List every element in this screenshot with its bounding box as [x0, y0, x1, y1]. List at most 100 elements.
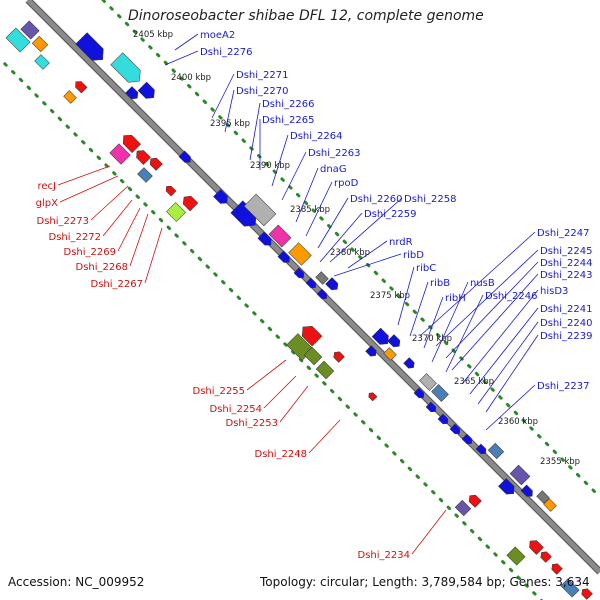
reverse-label-leader — [144, 227, 163, 284]
forward-label-leader — [461, 289, 539, 385]
forward-gene-label: Dshi_2243 — [540, 270, 592, 281]
forward-gene-label: Dshi_2247 — [537, 228, 589, 239]
reverse-gene-feature — [506, 546, 526, 566]
forward-gene-label: ribC — [416, 263, 436, 274]
reverse-gene-label: Dshi_2234 — [358, 550, 410, 561]
reverse-gene-label: Dshi_2248 — [255, 449, 307, 460]
reverse-gene-feature — [75, 81, 88, 94]
tick-label: 2395 kbp — [210, 119, 250, 129]
tick-guide-line — [101, 0, 600, 499]
reverse-gene-feature — [315, 360, 335, 380]
reverse-label-leader — [279, 385, 309, 423]
forward-gene-feature — [293, 267, 305, 279]
forward-gene-feature — [125, 86, 139, 100]
reverse-gene-feature — [149, 157, 163, 171]
forward-label-leader — [435, 249, 539, 347]
forward-gene-feature — [520, 484, 533, 497]
forward-gene-label: Dshi_2260 — [350, 194, 402, 205]
reverse-gene-feature — [454, 499, 472, 517]
reverse-gene-feature — [5, 27, 31, 53]
forward-gene-label: ribB — [430, 278, 450, 289]
reverse-label-leader — [129, 213, 149, 267]
forward-label-leader — [271, 134, 289, 187]
forward-gene-feature — [431, 384, 449, 402]
reverse-gene-feature — [333, 351, 345, 363]
forward-gene-feature — [110, 52, 141, 83]
reverse-gene-label: Dshi_2255 — [193, 386, 245, 397]
forward-gene-label: hisD3 — [540, 286, 568, 297]
forward-gene-label: Dshi_2246 — [485, 291, 537, 302]
forward-gene-feature — [543, 498, 557, 512]
forward-gene-feature — [178, 150, 191, 163]
forward-gene-feature — [31, 35, 49, 53]
tick-label: 2390 kbp — [250, 161, 290, 171]
forward-label-leader — [347, 240, 388, 269]
forward-label-leader — [224, 89, 235, 133]
forward-gene-label: Dshi_2266 — [262, 99, 314, 110]
forward-gene-label: ribH — [445, 293, 466, 304]
forward-gene-label: Dshi_2264 — [290, 131, 342, 142]
reverse-gene-feature — [560, 578, 580, 598]
tick-label: 2385 kbp — [290, 205, 330, 215]
map-title: Dinoroseobacter shibae DFL 12, complete … — [128, 8, 484, 24]
forward-gene-label: nusB — [470, 278, 495, 289]
forward-gene-feature — [243, 193, 277, 227]
forward-gene-label: Dshi_2263 — [308, 148, 360, 159]
forward-gene-feature — [387, 334, 401, 348]
forward-gene-feature — [137, 81, 155, 99]
reverse-gene-feature — [34, 54, 50, 70]
forward-gene-label: Dshi_2258 — [404, 194, 456, 205]
reverse-label-leader — [411, 509, 447, 555]
forward-gene-label: rpoD — [334, 178, 359, 189]
forward-gene-feature — [257, 231, 272, 246]
forward-gene-label: Dshi_2239 — [540, 331, 592, 342]
reverse-label-leader — [117, 207, 141, 252]
reverse-label-leader — [308, 419, 341, 454]
forward-label-leader — [469, 307, 539, 395]
forward-gene-label: ribD — [403, 250, 424, 261]
forward-gene-label: Dshi_2240 — [540, 318, 592, 329]
tick-label: 2375 kbp — [370, 291, 410, 301]
forward-gene-feature — [325, 277, 339, 291]
tick-guide-line — [0, 56, 544, 600]
tick-label: 2355 kbp — [540, 457, 580, 467]
forward-gene-feature — [419, 373, 437, 391]
reverse-gene-feature — [165, 185, 177, 197]
forward-gene-feature — [305, 277, 317, 289]
forward-label-leader — [295, 167, 319, 223]
forward-label-leader — [423, 296, 444, 349]
reverse-gene-feature — [468, 494, 482, 508]
tick-label: 2380 kbp — [330, 248, 370, 258]
forward-gene-feature — [461, 433, 473, 445]
forward-gene-feature — [403, 357, 415, 369]
reverse-gene-feature — [109, 143, 131, 165]
tick-label: 2400 kbp — [171, 73, 211, 83]
forward-label-leader — [281, 151, 307, 201]
forward-label-leader — [305, 181, 333, 237]
reverse-gene-label: Dshi_2273 — [37, 216, 89, 227]
forward-gene-feature — [213, 189, 228, 204]
forward-gene-feature — [288, 242, 312, 266]
forward-label-leader — [164, 50, 199, 66]
forward-gene-label: Dshi_2271 — [236, 70, 288, 81]
reverse-gene-feature — [303, 346, 323, 366]
reverse-gene-label: Dshi_2268 — [76, 262, 128, 273]
forward-gene-feature — [371, 327, 389, 345]
forward-gene-label: Dshi_2265 — [262, 115, 314, 126]
tick-label: 2360 kbp — [498, 417, 538, 427]
forward-label-leader — [451, 273, 539, 371]
forward-label-leader — [249, 102, 261, 161]
reverse-gene-feature — [551, 563, 563, 575]
forward-gene-label: nrdR — [389, 237, 413, 248]
tick-label: 2405 kbp — [133, 30, 173, 40]
reverse-label-leader — [57, 165, 111, 186]
tick-label: 2365 kbp — [454, 377, 494, 387]
forward-gene-feature — [437, 413, 449, 425]
forward-gene-feature — [509, 464, 531, 486]
forward-label-leader — [409, 281, 429, 337]
forward-gene-feature — [316, 288, 328, 300]
forward-gene-feature — [315, 271, 329, 285]
forward-gene-label: Dshi_2259 — [364, 209, 416, 220]
